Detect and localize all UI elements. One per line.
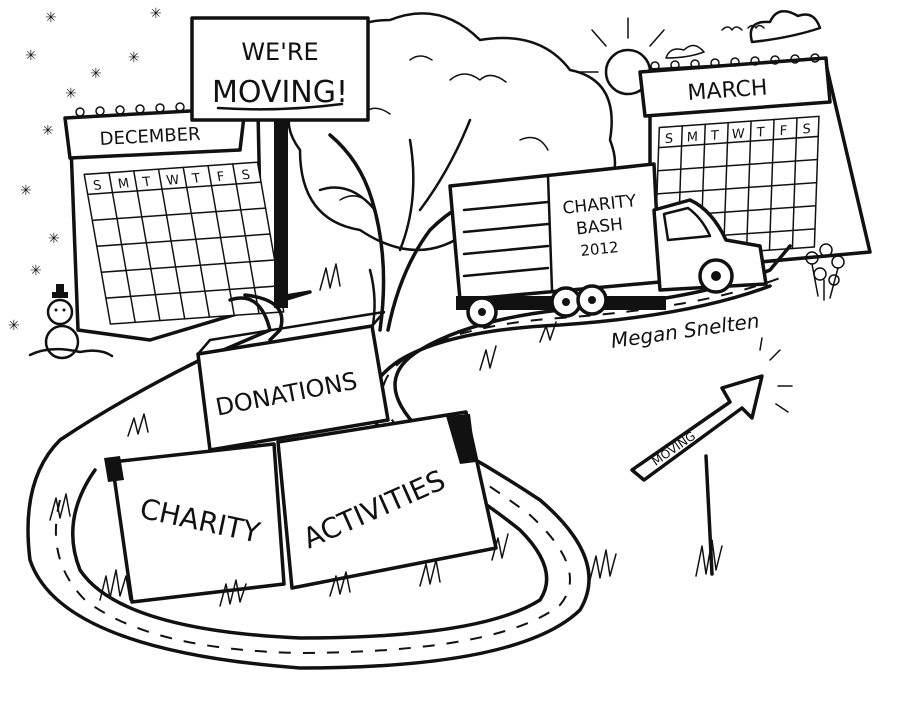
- svg-text:✳: ✳: [20, 183, 32, 199]
- svg-text:✳: ✳: [45, 10, 57, 26]
- grass: [49, 263, 723, 607]
- dec-day-3: W: [165, 173, 180, 189]
- svg-text:✳: ✳: [8, 318, 20, 334]
- box-activities: ACTIVITIES: [276, 410, 498, 590]
- svg-text:✳: ✳: [65, 86, 77, 102]
- svg-text:✳: ✳: [128, 50, 140, 66]
- arrow-sign: MOVING: [630, 337, 793, 576]
- svg-text:✳: ✳: [30, 263, 42, 279]
- cloud-top-right: [749, 9, 822, 44]
- mar-day-5: F: [779, 124, 787, 140]
- snowman: [28, 284, 114, 360]
- truck: CHARITY BASH 2012: [448, 162, 768, 328]
- mar-day-1: M: [687, 130, 699, 146]
- cloud-small: [665, 44, 705, 59]
- mar-day-2: T: [709, 128, 718, 144]
- mar-day-4: T: [755, 125, 764, 141]
- truck-wheels: [466, 258, 734, 328]
- arrow-sign-label: MOVING: [649, 429, 698, 469]
- mar-day-0: S: [665, 132, 674, 148]
- mar-day-3: W: [731, 127, 744, 143]
- sign-line-1: WE'RE: [241, 38, 318, 66]
- mar-day-6: S: [802, 122, 811, 138]
- calendar-march-title: MARCH: [687, 75, 769, 106]
- dec-day-0: S: [92, 178, 103, 193]
- svg-text:✳: ✳: [48, 231, 60, 247]
- birds: [721, 24, 765, 31]
- dec-day-4: T: [190, 171, 201, 187]
- truck-text-2: BASH: [575, 215, 624, 240]
- box-charity: CHARITY: [104, 442, 286, 604]
- truck-text-3: 2012: [580, 238, 620, 260]
- snowflakes: ✳ ✳ ✳ ✳ ✳ ✳ ✳ ✳ ✳ ✳ ✳: [8, 6, 162, 334]
- dec-day-2: T: [141, 175, 152, 191]
- svg-text:✳: ✳: [90, 66, 102, 82]
- dec-day-1: M: [117, 176, 131, 192]
- sign-line-2: MOVING!: [212, 75, 348, 110]
- dec-day-5: F: [216, 170, 226, 185]
- svg-text:✳: ✳: [150, 6, 162, 22]
- svg-text:✳: ✳: [42, 123, 54, 139]
- dec-day-6: S: [241, 168, 252, 183]
- moving-sign: WE'RE MOVING!: [190, 16, 370, 308]
- flowers: [805, 243, 845, 301]
- svg-text:✳: ✳: [25, 48, 37, 64]
- box-donations: DONATIONS: [196, 310, 390, 452]
- artist-signature: Megan Snelten: [609, 308, 760, 353]
